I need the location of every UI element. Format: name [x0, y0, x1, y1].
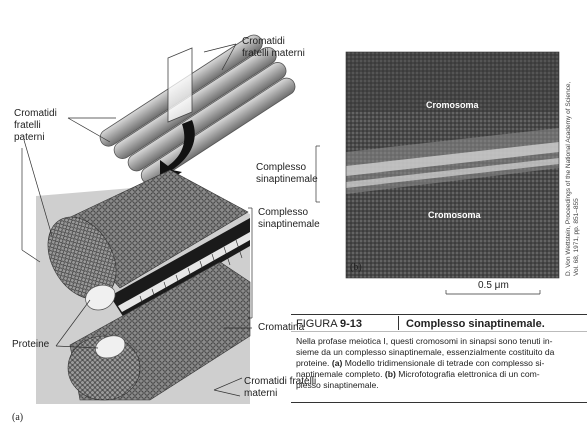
caption-ref: (a) — [332, 358, 343, 368]
label-cromatidi-paterni: Cromatidi fratelli paterni — [14, 108, 57, 144]
label-line: sinaptinemale — [258, 219, 320, 231]
figure-caption: Nella profase meiotica I, questi cromoso… — [296, 336, 587, 391]
label-line: Complesso — [256, 162, 318, 174]
label-line: sinaptinemale — [256, 174, 318, 186]
label-line: paterni — [14, 132, 57, 144]
label-complesso-right: Complesso sinaptinemale — [256, 162, 318, 186]
figure-num: 9-13 — [340, 318, 362, 330]
photo-credit: D. Von Wettstein, Proceedings of the Nat… — [565, 82, 581, 276]
label-proteine: Proteine — [12, 339, 49, 351]
panel-tag-a: (a) — [12, 412, 23, 423]
figure-number: FIGURA 9-13 — [296, 318, 362, 330]
label-line: fratelli — [14, 120, 57, 132]
caption-text: Modello tridimensionale di tetrade con c… — [342, 358, 544, 368]
label-cromosoma-top: Cromosoma — [426, 100, 479, 110]
caption-ref: (b) — [385, 369, 396, 379]
caption-line: Nella profase meiotica I, questi cromoso… — [296, 336, 587, 347]
caption-line: plesso sinaptinemale. — [296, 380, 587, 391]
figure-separator — [398, 316, 399, 330]
panel-tag-b: (b) — [350, 262, 362, 273]
credit-line: D. Von Wettstein, Proceedings of the Nat… — [565, 82, 573, 276]
caption-line: sieme da un complesso sinaptinemale, ess… — [296, 347, 587, 358]
caption-text: proteine. — [296, 358, 332, 368]
label-cromosoma-bottom: Cromosoma — [428, 210, 481, 220]
label-line: Cromatidi — [14, 108, 57, 120]
figure-title: Complesso sinaptinemale. — [406, 318, 545, 330]
electron-micrograph — [346, 52, 559, 278]
label-line: Complesso — [258, 207, 320, 219]
caption-text: naptinemale completo. — [296, 369, 385, 379]
figure-divider — [291, 331, 587, 332]
label-cromatidi-materni-top: Cromatidi fratelli materni — [242, 36, 305, 60]
label-complesso-left: Complesso sinaptinemale — [258, 207, 320, 231]
figure-prefix: FIGURA — [296, 318, 340, 330]
scale-bar-label: 0.5 μm — [478, 280, 509, 292]
label-line: fratelli materni — [242, 48, 305, 60]
credit-line: Vol. 68, 1971, pp. 851–855 — [573, 82, 581, 276]
label-line: Cromatidi — [242, 36, 305, 48]
caption-line: naptinemale completo. (b) Microfotografi… — [296, 369, 587, 380]
tetrad-3d-model — [34, 170, 250, 404]
caption-line: proteine. (a) Modello tridimensionale di… — [296, 358, 587, 369]
caption-text: Microfotografia elettronica di un com- — [396, 369, 540, 379]
figure-bottom-rule — [291, 402, 587, 403]
